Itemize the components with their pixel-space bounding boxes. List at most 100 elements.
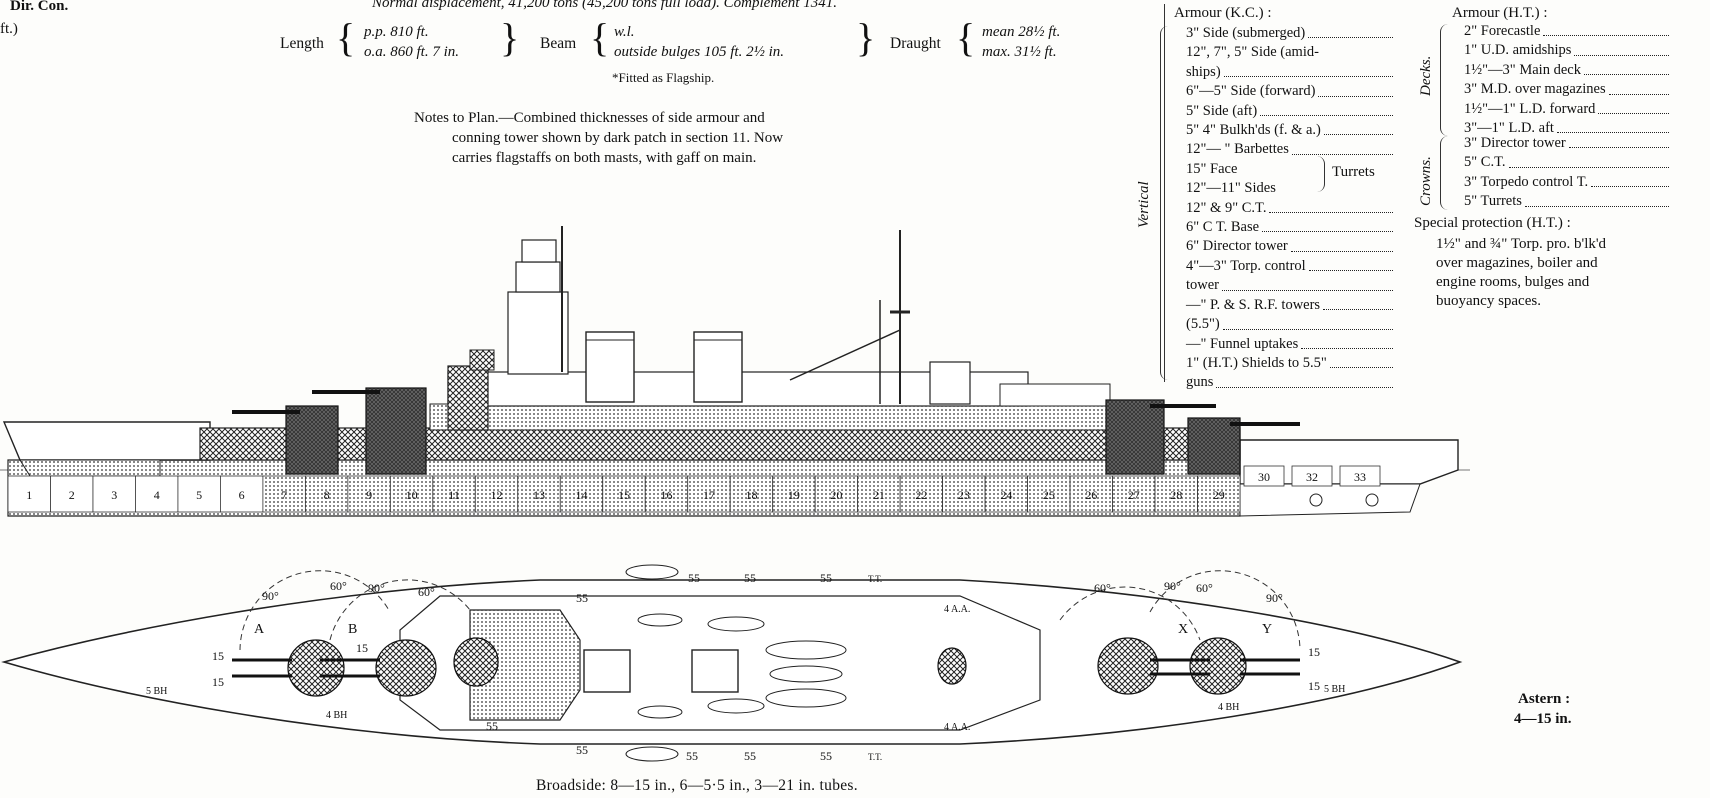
dot-leader: [1301, 335, 1393, 349]
gun-55-label: 55: [576, 591, 588, 605]
dot-leader: [1583, 61, 1669, 76]
gun-55-label: 55: [820, 571, 832, 585]
gun-15-label: 15: [1308, 679, 1320, 693]
section-number: 14: [576, 488, 588, 502]
armour-row: ships): [1186, 63, 1396, 82]
dot-leader: [1222, 276, 1393, 291]
beam-brace-close: }: [856, 15, 876, 60]
section-number: 22: [915, 488, 927, 502]
plan-view: [1, 564, 1463, 762]
section-box: [262, 475, 306, 513]
special-line-4: buoyancy spaces.: [1436, 293, 1541, 309]
displacement-line: Normal displacement, 41,200 tons (45,200…: [372, 0, 837, 11]
bh5-label: 5 BH: [146, 686, 167, 697]
aa4-label: 4 A.A.: [944, 722, 970, 733]
armour-row-label: 3" M.D. over magazines: [1464, 81, 1606, 98]
angle-90-a: 90°: [262, 589, 279, 603]
section-number: 28: [1170, 488, 1182, 502]
section-number: 13: [533, 488, 545, 502]
turret-y-label: Y: [1262, 622, 1272, 637]
armour-row-label: 6" C T. Base: [1186, 219, 1260, 236]
section-box: [772, 475, 816, 513]
section-number: 26: [1085, 488, 1097, 502]
section-box: [92, 475, 136, 513]
dot-leader: [1598, 100, 1669, 115]
armour-row: 12" & 9" C.T.: [1186, 199, 1396, 218]
armour-row: 6"—5" Side (forward): [1186, 82, 1396, 101]
section-box: [389, 475, 434, 513]
turret-x-label: X: [1178, 622, 1188, 637]
armour-row-label: 3" Side (submerged): [1186, 25, 1306, 41]
section-number: 21: [873, 488, 885, 502]
astern-label: Astern :: [1518, 691, 1571, 707]
armour-row: —" Funnel uptakes: [1186, 335, 1396, 354]
tt-label: T.T.: [868, 752, 882, 762]
gun-55-label: 55: [744, 571, 756, 585]
armour-row-label: 15" Face: [1186, 160, 1238, 177]
notes-line-1: Notes to Plan.—Combined thicknesses of s…: [414, 110, 765, 126]
special-line-1: 1½" and ¾" Torp. pro. b'lk'd: [1436, 236, 1607, 252]
section-number: 12: [491, 488, 503, 502]
turret-a-label: A: [254, 622, 265, 637]
section-number: 3: [111, 488, 117, 502]
gun-55-label: 55: [686, 749, 698, 763]
armour-row: 3" Torpedo control T.: [1464, 173, 1672, 192]
special-line-3: engine rooms, bulges and: [1436, 274, 1590, 290]
section-box: [220, 475, 264, 513]
special-line-2: over magazines, boiler and: [1436, 255, 1598, 271]
dot-leader: [1308, 24, 1393, 39]
armour-row-label: 4"—3" Torp. control: [1186, 257, 1306, 274]
section-number: 4: [154, 488, 160, 502]
section-number: 23: [958, 488, 970, 502]
dot-leader: [1308, 257, 1393, 272]
armour-row-label: 5" Turrets: [1464, 193, 1522, 210]
gun-15-label: 15: [212, 649, 224, 663]
section-box: [1197, 475, 1241, 513]
section-number: 7: [281, 488, 287, 502]
draught-mean: mean 28½ ft.: [982, 24, 1061, 40]
dot-leader: [1269, 199, 1393, 214]
armour-row-label: 12"—11" Sides: [1186, 180, 1276, 197]
length-brace: {: [336, 15, 356, 60]
notes-line-3: carries flagstaffs on both masts, with g…: [452, 150, 757, 166]
section-box: [984, 475, 1028, 513]
angle-90-y: 90°: [1266, 591, 1283, 605]
bh4-label: 4 BH: [326, 710, 347, 721]
armour-row-label: ships): [1186, 63, 1221, 80]
armour-row-label: —" Funnel uptakes: [1186, 335, 1299, 352]
dot-leader: [1543, 22, 1669, 37]
armour-row-label: 5" Side (aft): [1186, 102, 1258, 119]
angle-60-b: 60°: [418, 585, 435, 599]
dot-leader: [1556, 119, 1669, 134]
flagship-note: *Fitted as Flagship.: [612, 70, 715, 85]
beam-wl: w.l.: [614, 24, 635, 40]
armour-row: 2" Forecastle: [1464, 22, 1672, 41]
gun-55-label: 55: [688, 571, 700, 585]
section-number: 19: [788, 488, 800, 502]
armour-row: 5" C.T.: [1464, 153, 1672, 172]
dot-leader: [1318, 82, 1393, 97]
armour-row: 1" (H.T.) Shields to 5.5": [1186, 354, 1396, 373]
dot-leader: [1568, 134, 1669, 149]
armour-row-label: tower: [1186, 277, 1220, 294]
beam-label: Beam: [540, 35, 577, 52]
armour-row: 6" C T. Base: [1186, 218, 1396, 237]
armour-row: guns: [1186, 373, 1396, 392]
section-number: 16: [660, 488, 672, 502]
section-box: [50, 475, 94, 513]
length-label: Length: [280, 35, 324, 52]
length-brace-close: }: [500, 15, 520, 60]
section-box: [1243, 465, 1285, 487]
dot-leader: [1574, 41, 1669, 56]
section-number: 9: [366, 488, 372, 502]
section-box: [687, 475, 731, 513]
length-pp: p.p. 810 ft.: [364, 24, 429, 40]
section-number: 25: [1043, 488, 1055, 502]
dot-leader: [1223, 63, 1393, 78]
section-box: [1112, 475, 1156, 513]
broadside-line: Broadside: 8—15 in., 6—5·5 in., 3—21 in.…: [536, 777, 858, 794]
dot-leader: [1508, 153, 1669, 168]
armour-ht-title: Armour (H.T.) :: [1452, 5, 1548, 21]
